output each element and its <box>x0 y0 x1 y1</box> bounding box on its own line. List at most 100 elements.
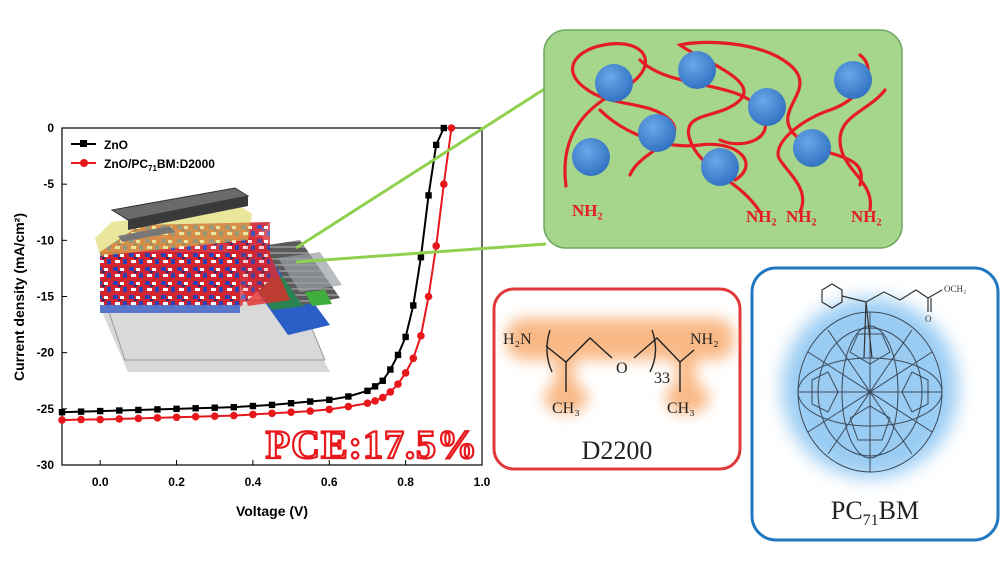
data-point-zno <box>58 409 66 416</box>
amine-label: NH₂ <box>786 207 817 226</box>
data-point-zno <box>379 377 386 384</box>
amine-label: NH₂ <box>572 201 603 220</box>
data-point-zno <box>440 124 448 132</box>
nanoparticle <box>638 114 676 152</box>
x-tick-label: 0.4 <box>245 475 262 489</box>
x-tick-label: 0.0 <box>92 475 109 489</box>
data-point-device <box>378 393 387 402</box>
data-point-zno <box>417 253 425 261</box>
pcbm-ester-methoxy: OCH₃ <box>944 284 966 294</box>
y-tick-label: -25 <box>37 402 55 416</box>
data-point-device <box>440 180 448 188</box>
d2200-amine-right: NH₂ <box>690 331 719 348</box>
data-point-device <box>363 399 372 408</box>
data-point-device <box>344 402 353 411</box>
callout-line-top <box>295 86 547 250</box>
data-point-device <box>394 380 402 388</box>
data-point-device <box>325 405 334 414</box>
data-point-zno <box>387 366 394 373</box>
y-tick-label: -15 <box>37 290 55 304</box>
data-point-zno <box>173 405 180 413</box>
axis-ticks <box>62 127 483 466</box>
x-tick-labels: 0.0 0.2 0.4 0.6 0.8 1.0 <box>92 475 491 489</box>
data-point-zno <box>230 403 238 411</box>
x-tick-label: 0.8 <box>397 475 414 489</box>
data-series <box>58 124 456 424</box>
data-point-zno <box>77 408 85 415</box>
x-tick-label: 1.0 <box>474 475 491 489</box>
y-tick-label: -30 <box>37 458 55 472</box>
data-point-zno <box>326 396 333 404</box>
polymer-chain <box>838 88 887 212</box>
nanoparticle <box>834 61 872 99</box>
callout-line-bottom <box>295 242 547 264</box>
data-point-device <box>386 388 395 396</box>
data-point-zno <box>116 407 123 414</box>
data-point-device <box>371 397 379 405</box>
d2200-repeat-count: 33 <box>654 370 670 387</box>
data-point-zno <box>249 402 257 410</box>
nanoparticle <box>572 138 610 176</box>
pcbm-carbonyl-oxygen: O <box>925 314 932 324</box>
data-point-zno <box>135 406 142 414</box>
data-point-zno <box>211 404 218 411</box>
data-point-device <box>249 410 257 419</box>
data-point-device <box>230 411 238 420</box>
data-point-device <box>96 415 104 424</box>
data-point-device <box>210 412 219 420</box>
data-point-zno <box>410 302 417 309</box>
data-point-zno <box>154 406 161 413</box>
legend-label-zno: ZnO <box>104 138 128 152</box>
device-stack-illustration <box>95 187 342 372</box>
data-point-device <box>191 412 200 421</box>
data-point-device <box>268 409 276 418</box>
data-point-zno <box>268 401 276 409</box>
data-point-device <box>424 292 433 301</box>
data-point-zno <box>306 398 314 405</box>
legend: ZnO ZnO/PC71BM:D2000 <box>71 138 215 173</box>
nanoparticle <box>793 129 831 167</box>
polymer-blend-panel: NH₂ NH₂ NH₂ NH₂ <box>543 29 903 249</box>
data-point-zno <box>345 393 352 400</box>
data-point-device <box>153 414 162 422</box>
data-point-zno <box>394 351 402 359</box>
data-point-device <box>287 408 295 417</box>
y-axis-label: Current density (mA/cm²) <box>11 213 27 381</box>
data-point-device <box>115 415 124 423</box>
nanoparticle <box>701 148 739 186</box>
data-point-zno <box>432 141 440 149</box>
polymer-chain <box>598 108 748 182</box>
data-point-zno <box>192 405 199 412</box>
data-point-device <box>306 407 314 415</box>
data-point-device <box>134 414 143 423</box>
data-point-device <box>409 354 418 363</box>
data-point-device <box>172 413 181 422</box>
x-tick-label: 0.6 <box>321 475 338 489</box>
y-tick-label: -5 <box>43 177 54 191</box>
d2200-amine-left: H₂N <box>503 331 532 348</box>
data-point-device <box>447 124 456 132</box>
amine-label: NH₂ <box>851 207 882 226</box>
data-point-zno <box>364 387 371 395</box>
data-point-zno <box>371 383 379 390</box>
amine-label: NH₂ <box>746 207 777 226</box>
pcbm-structure-box: OCH₃ O PC71BM <box>750 266 1000 542</box>
legend-marker-zno <box>80 140 87 147</box>
data-point-device <box>77 415 85 424</box>
data-point-zno <box>425 192 432 199</box>
data-point-device <box>417 332 425 340</box>
d2200-methyl-right: CH₃ <box>667 400 695 417</box>
d2200-methyl-left: CH₃ <box>552 400 580 417</box>
pcbm-name: PC71BM <box>831 496 919 529</box>
x-tick-label: 0.2 <box>168 475 185 489</box>
x-axis-label: Voltage (V) <box>236 503 308 519</box>
y-tick-labels: 0-5-10-15-20-25-30 <box>37 121 55 472</box>
nanoparticle <box>678 51 716 89</box>
y-tick-label: 0 <box>47 121 54 135</box>
nanoparticle <box>595 64 633 102</box>
legend-label-device: ZnO/PC71BM:D2000 <box>104 157 215 173</box>
legend-marker-device <box>80 159 88 167</box>
data-point-zno <box>402 333 409 341</box>
